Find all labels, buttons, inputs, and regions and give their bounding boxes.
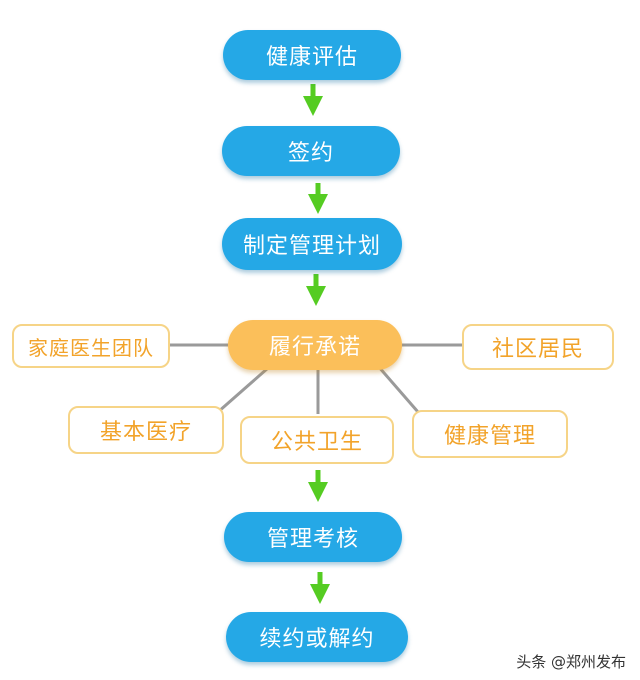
connector-to-basic-medical [217,366,269,414]
flow-step-management-assessment: 管理考核 [224,512,402,562]
branch-community-residents: 社区居民 [462,324,614,370]
branch-basic-medical: 基本医疗 [68,406,224,454]
flow-step-make-plan: 制定管理计划 [222,218,402,270]
flow-step-health-assessment: 健康评估 [223,30,401,80]
watermark-text: 头条 @郑州发布 [516,653,626,671]
branch-family-doctor-team: 家庭医生团队 [12,324,170,368]
branch-health-management: 健康管理 [412,410,568,458]
branch-public-health: 公共卫生 [240,416,394,464]
flow-step-renew-or-terminate: 续约或解约 [226,612,408,662]
flow-step-fulfill-commitment: 履行承诺 [228,320,402,370]
connector-to-health-management [376,365,420,413]
flow-step-sign-contract: 签约 [222,126,400,176]
